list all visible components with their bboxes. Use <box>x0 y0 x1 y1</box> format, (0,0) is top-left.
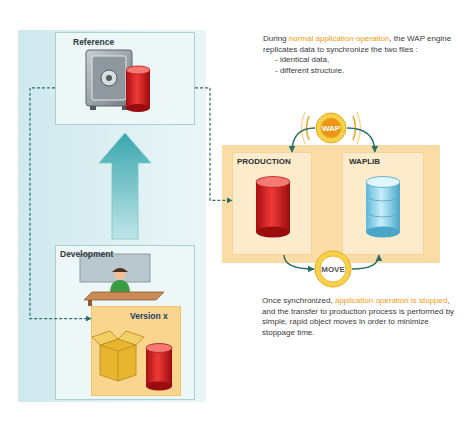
node-label: Reference <box>73 37 114 47</box>
reference-box: Reference <box>55 32 195 125</box>
note-text: Once synchronized, <box>262 296 333 305</box>
left-panel-part <box>18 30 206 402</box>
engine-circle: WAP <box>315 112 347 144</box>
note-text: During <box>263 34 287 43</box>
motion-arcs-part <box>353 116 356 140</box>
orange-band-part <box>222 145 440 263</box>
motion-arcs <box>302 112 361 144</box>
node-label: PRODUCTION <box>237 157 291 166</box>
highlight-text: normal application operation <box>289 34 390 43</box>
node-label: WAPLIB <box>349 157 380 166</box>
cycle-arrow <box>292 128 315 152</box>
circle-ring <box>316 113 346 143</box>
motion-arcs-part <box>357 112 361 144</box>
cycle-arrow <box>347 128 375 152</box>
waplib-box: WAPLIB <box>342 152 424 255</box>
motion-arcs-part <box>302 112 306 144</box>
node-label: WAP <box>315 124 347 133</box>
version-box: Version x <box>91 306 181 396</box>
node-label: MOVE <box>314 265 352 274</box>
dashed-connector <box>195 88 232 201</box>
node-label: Version x <box>130 311 168 321</box>
note-text: - identical data, <box>263 55 468 66</box>
cycle-arrow <box>352 255 379 269</box>
orange-band <box>222 145 440 263</box>
motion-arcs-part <box>307 116 310 140</box>
node-label: Development <box>60 249 113 259</box>
note-text: Once synchronized,application operation … <box>262 296 462 338</box>
highlight-text: application operation is stopped <box>335 296 448 305</box>
left-panel <box>18 30 206 402</box>
note-text: Duringnormal application operation, the … <box>263 34 468 76</box>
development-box: DevelopmentVersion x <box>55 245 195 400</box>
block-arrow <box>99 133 151 239</box>
circle-ring <box>315 251 351 287</box>
cycle-arrow <box>284 255 314 269</box>
note-text: - different structure. <box>263 66 468 77</box>
production-box: PRODUCTION <box>232 152 312 255</box>
move-circle: MOVE <box>314 250 352 288</box>
